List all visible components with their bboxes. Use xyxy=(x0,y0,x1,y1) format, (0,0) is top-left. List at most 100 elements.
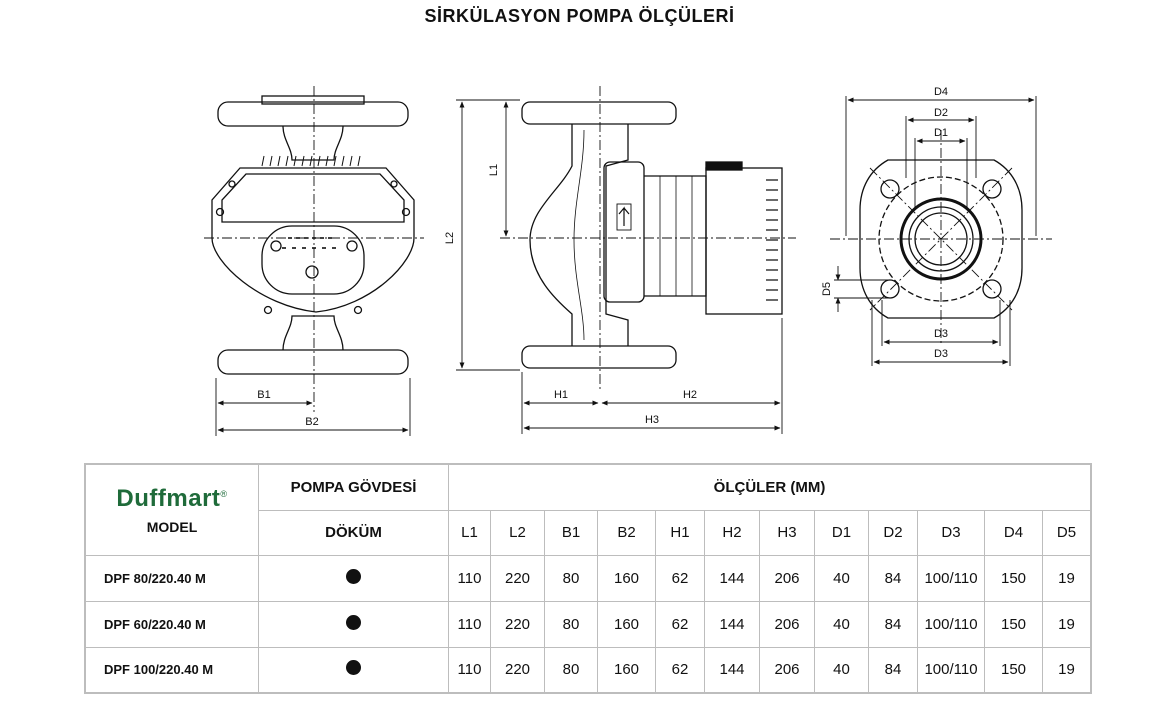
cast-body-dot xyxy=(258,646,449,694)
flange-plate xyxy=(859,159,1023,319)
pump-dimension-drawing: B1 B2 L1 L2 H1 H2 H3 xyxy=(204,86,1052,436)
dim-label-d3-inner: D3 xyxy=(934,328,948,340)
dim-label-h1: H1 xyxy=(554,389,568,401)
front-mode-button xyxy=(305,265,319,279)
front-head-panel xyxy=(221,173,405,223)
side-motor-body xyxy=(644,175,707,297)
front-motor-head xyxy=(211,167,415,313)
side-volute-left xyxy=(529,124,573,346)
col-header: D3 xyxy=(917,509,985,556)
cell: 150 xyxy=(984,646,1043,694)
cell: 100/110 xyxy=(917,554,985,602)
column-header-row: DÖKÜM L1 L2 B1 B2 H1 H2 H3 D1 D2 D3 D4 D… xyxy=(85,509,1092,556)
col-header: L2 xyxy=(490,509,545,556)
col-header: B1 xyxy=(544,509,598,556)
brand-cell: Duffmart® MODEL xyxy=(84,463,259,556)
dim-label-b2: B2 xyxy=(305,416,318,428)
dim-label-d1: D1 xyxy=(934,127,948,139)
cell: 160 xyxy=(597,600,656,648)
side-cable-gland xyxy=(705,161,743,171)
front-minus-button xyxy=(270,240,282,252)
front-cooling-ribs xyxy=(261,155,361,167)
flange-bolt-hole xyxy=(982,179,1002,199)
front-top-flange-lip xyxy=(261,95,365,105)
cell: 144 xyxy=(704,600,760,648)
dim-label-d4: D4 xyxy=(934,86,948,98)
page-title: SİRKÜLASYON POMPA ÖLÇÜLERİ xyxy=(424,6,735,26)
front-top-neck xyxy=(282,125,344,161)
cell: 206 xyxy=(759,600,815,648)
col-header: D1 xyxy=(814,509,869,556)
cell: 144 xyxy=(704,554,760,602)
col-header: L1 xyxy=(448,509,491,556)
cast-body-dot xyxy=(258,600,449,648)
cell: 160 xyxy=(597,646,656,694)
table-row: DPF 100/220.40 M 110 220 80 160 62 144 2… xyxy=(84,646,1092,694)
side-motor-flange xyxy=(603,161,645,303)
table-row: DPF 80/220.40 M 110 220 80 160 62 144 20… xyxy=(84,554,1092,602)
dims-header: ÖLÇÜLER (MM) xyxy=(448,463,1092,511)
col-header: H2 xyxy=(704,509,760,556)
dim-label-b1: B1 xyxy=(257,389,270,401)
front-view xyxy=(211,95,415,375)
cell: 150 xyxy=(984,554,1043,602)
cell: 80 xyxy=(544,554,598,602)
front-plus-button xyxy=(346,240,358,252)
cell: 19 xyxy=(1042,600,1092,648)
flow-arrow-icon xyxy=(618,206,630,226)
cell: 100/110 xyxy=(917,600,985,648)
dim-label-d3-outer: D3 xyxy=(934,348,948,360)
cell: 110 xyxy=(448,600,491,648)
brand-logo: Duffmart® xyxy=(116,484,228,512)
cell: 62 xyxy=(655,554,705,602)
col-header: D5 xyxy=(1042,509,1092,556)
cell: 84 xyxy=(868,554,918,602)
model-label: MODEL xyxy=(146,518,198,535)
dim-label-h2: H2 xyxy=(683,389,697,401)
dim-label-l1: L1 xyxy=(488,164,500,176)
side-volute-right xyxy=(605,124,629,346)
cell: 40 xyxy=(814,646,869,694)
cell: 19 xyxy=(1042,554,1092,602)
col-header: H3 xyxy=(759,509,815,556)
cell: 62 xyxy=(655,646,705,694)
model-name: DPF 80/220.40 M xyxy=(84,554,259,602)
cell: 84 xyxy=(868,600,918,648)
dim-label-d5: D5 xyxy=(821,282,833,296)
cast-body-dot xyxy=(258,554,449,602)
dim-label-h3: H3 xyxy=(645,414,659,426)
cell: 110 xyxy=(448,554,491,602)
dimensions-table: Duffmart® MODEL POMPA GÖVDESİ ÖLÇÜLER (M… xyxy=(84,463,1092,694)
body-sub-header: DÖKÜM xyxy=(258,509,449,556)
dim-label-l2: L2 xyxy=(444,232,456,244)
col-header: B2 xyxy=(597,509,656,556)
cell: 19 xyxy=(1042,646,1092,694)
cell: 220 xyxy=(490,554,545,602)
cell: 40 xyxy=(814,600,869,648)
cell: 144 xyxy=(704,646,760,694)
front-control-panel xyxy=(261,225,365,295)
cell: 62 xyxy=(655,600,705,648)
cell: 160 xyxy=(597,554,656,602)
model-name: DPF 100/220.40 M xyxy=(84,646,259,694)
body-header: POMPA GÖVDESİ xyxy=(258,463,449,511)
cell: 220 xyxy=(490,600,545,648)
flange-bolt-hole xyxy=(880,279,900,299)
model-name: DPF 60/220.40 M xyxy=(84,600,259,648)
side-bottom-flange xyxy=(521,345,677,369)
side-top-flange xyxy=(521,101,677,125)
front-bottom-flange xyxy=(217,349,409,375)
table-row: DPF 60/220.40 M 110 220 80 160 62 144 20… xyxy=(84,600,1092,648)
col-header: D2 xyxy=(868,509,918,556)
cell: 100/110 xyxy=(917,646,985,694)
cell: 84 xyxy=(868,646,918,694)
cell: 110 xyxy=(448,646,491,694)
flange-bolt-hole xyxy=(880,179,900,199)
front-top-flange xyxy=(217,101,409,127)
cell: 206 xyxy=(759,646,815,694)
side-terminal-box xyxy=(705,167,783,315)
cell: 206 xyxy=(759,554,815,602)
cell: 80 xyxy=(544,646,598,694)
side-view xyxy=(521,101,783,369)
cell: 40 xyxy=(814,554,869,602)
